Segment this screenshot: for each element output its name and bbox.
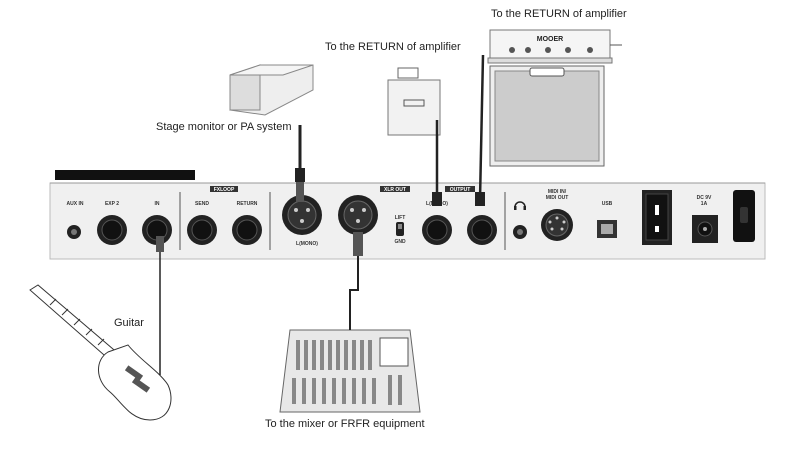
midi-label: MIDI IN/MIDI OUT — [546, 189, 569, 201]
output-header: OUTPUT — [450, 187, 471, 193]
power-switch-icon[interactable] — [642, 190, 672, 245]
guitar-icon — [29, 284, 172, 421]
mixer-label: To the mixer or FRFR equipment — [265, 418, 425, 430]
stage-monitor-icon — [229, 64, 314, 116]
send-label: SEND — [195, 201, 209, 207]
aux-in-label: AUX IN — [67, 201, 84, 207]
xlr-out-header: XLR OUT — [384, 187, 406, 193]
exp2-label: EXP 2 — [105, 201, 119, 207]
amplifier-icon — [387, 67, 441, 136]
xlr-right-plug — [353, 232, 363, 256]
gnd-label: GND — [394, 239, 406, 245]
guitar-plug — [156, 236, 164, 252]
in-label: IN — [155, 201, 160, 207]
headphone-icon — [514, 201, 526, 210]
effects-unit-rear-panel: FXLOOP XLR OUT OUTPUT AUX IN EXP 2 IN SE… — [49, 170, 766, 260]
amp-head-return-label: To the RETURN of amplifier — [491, 8, 627, 20]
amp-return-label: To the RETURN of amplifier — [325, 41, 461, 53]
mixer-icon — [279, 329, 421, 413]
lift-label: LIFT — [395, 215, 406, 221]
xlr-lmono-label: L(MONO) — [296, 241, 318, 247]
stage-monitor-label: Stage monitor or PA system — [156, 121, 292, 133]
return-label: RETURN — [237, 201, 258, 207]
fxloop-header: FXLOOP — [214, 187, 235, 193]
guitar-label: Guitar — [114, 317, 144, 329]
xlr-left-plug — [295, 168, 305, 182]
amplifier-head-icon: MOOER — [487, 29, 622, 167]
brand-logo: MOOER — [537, 36, 563, 43]
output-left-plug — [432, 192, 442, 206]
output-right-plug — [475, 192, 485, 206]
usb-label: USB — [602, 201, 613, 207]
